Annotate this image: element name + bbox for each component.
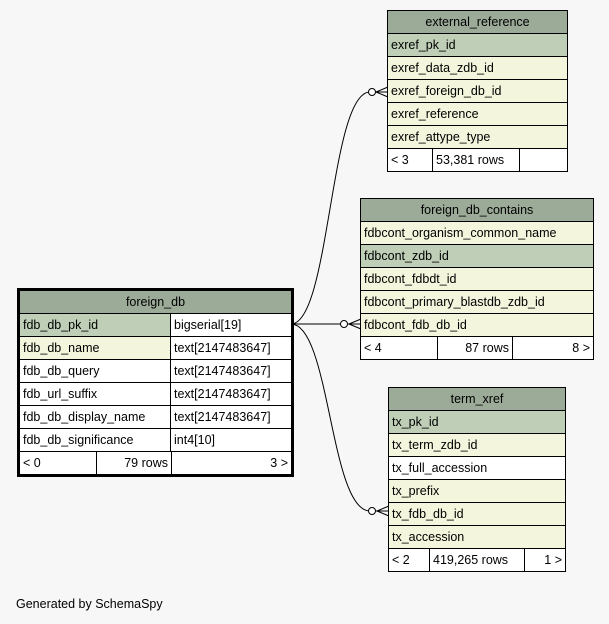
generated-by-text: Generated by SchemaSpy	[16, 597, 163, 611]
column-name: tx_prefix	[392, 484, 440, 498]
column-name: fdb_db_pk_id	[20, 314, 170, 336]
column-name: fdbcont_fdb_db_id	[364, 318, 467, 332]
column-name: exref_data_zdb_id	[391, 61, 494, 75]
table-external-reference[interactable]: external_reference exref_pk_id exref_dat…	[387, 10, 568, 172]
column-name: exref_pk_id	[391, 38, 456, 52]
row-count: 79 rows	[96, 452, 171, 474]
column-type: bigserial[19]	[170, 314, 291, 336]
children-count: 1 >	[524, 549, 565, 571]
parents-count: < 3	[391, 153, 409, 167]
row-count: 53,381 rows	[432, 149, 519, 171]
column-name: fdbcont_fdbdt_id	[364, 272, 457, 286]
children-count: 8 >	[512, 337, 593, 359]
children-count	[519, 149, 567, 171]
row-count: 419,265 rows	[429, 549, 524, 571]
column-type: int4[10]	[170, 429, 291, 451]
column-name: fdb_db_display_name	[20, 406, 170, 428]
table-title: term_xref	[389, 388, 565, 411]
crowfoot-external-reference	[375, 86, 389, 98]
column-name: tx_full_accession	[392, 461, 488, 475]
column-name: fdb_db_name	[20, 337, 170, 359]
relation-end-term-xref	[368, 507, 376, 515]
table-title: foreign_db	[20, 291, 291, 314]
column-name: tx_pk_id	[392, 415, 439, 429]
parents-count: < 4	[364, 341, 382, 355]
row-count: 87 rows	[437, 337, 512, 359]
column-name: fdb_db_significance	[20, 429, 170, 451]
column-type: text[2147483647]	[170, 406, 291, 428]
column-type: text[2147483647]	[170, 337, 291, 359]
table-term-xref[interactable]: term_xref tx_pk_id tx_term_zdb_id tx_ful…	[388, 387, 566, 572]
column-name: exref_reference	[391, 107, 479, 121]
column-name: fdbcont_zdb_id	[364, 249, 449, 263]
column-name: fdbcont_organism_common_name	[364, 226, 557, 240]
column-name: tx_accession	[392, 530, 465, 544]
table-foreign-db-contains[interactable]: foreign_db_contains fdbcont_organism_com…	[360, 198, 594, 360]
relation-end-external-reference	[368, 88, 376, 96]
parents-count: < 2	[392, 553, 410, 567]
table-foreign-db[interactable]: foreign_db fdb_db_pk_id bigserial[19] fd…	[17, 288, 294, 477]
column-name: fdb_db_query	[20, 360, 170, 382]
column-type: text[2147483647]	[170, 383, 291, 405]
column-name: tx_fdb_db_id	[392, 507, 464, 521]
column-type: text[2147483647]	[170, 360, 291, 382]
column-name: fdbcont_primary_blastdb_zdb_id	[364, 295, 545, 309]
column-name: tx_term_zdb_id	[392, 438, 478, 452]
parents-count: < 0	[23, 456, 41, 470]
table-title: foreign_db_contains	[361, 199, 593, 222]
children-count: 3 >	[171, 452, 291, 474]
crowfoot-term-xref	[376, 505, 390, 517]
relation-line-external-reference	[290, 91, 388, 325]
relation-line-term-xref	[290, 323, 389, 512]
relation-end-foreign-db-contains	[340, 320, 348, 328]
column-name: fdb_url_suffix	[20, 383, 170, 405]
crowfoot-foreign-db-contains	[348, 318, 362, 330]
column-name: exref_foreign_db_id	[391, 84, 502, 98]
column-name: exref_attype_type	[391, 130, 491, 144]
table-title: external_reference	[388, 11, 567, 34]
